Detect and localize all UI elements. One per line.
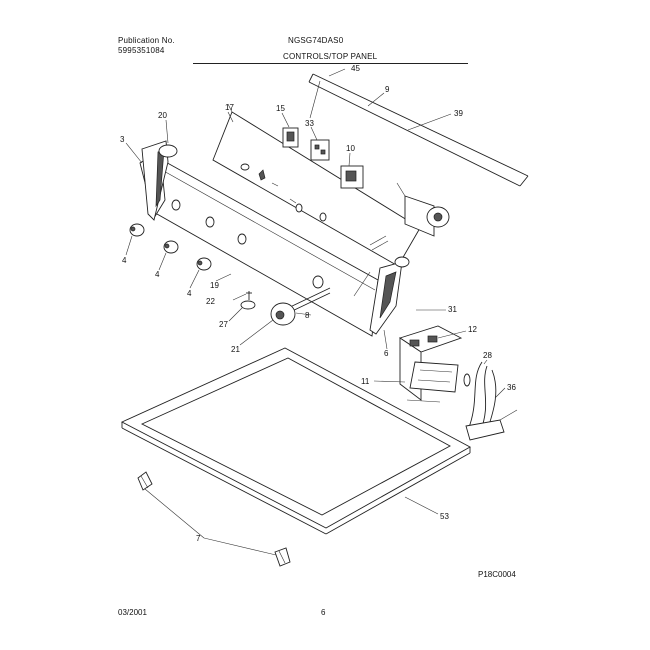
callout-19: 19 (210, 281, 219, 290)
callout-53: 53 (440, 512, 449, 521)
leader-lines (125, 68, 506, 556)
callout-17: 17 (225, 103, 234, 112)
part-switch-33 (310, 139, 330, 161)
callout-4a: 4 (122, 256, 127, 265)
publication-number: 5995351084 (118, 46, 165, 55)
callout-20: 20 (158, 111, 167, 120)
part-backsplash (212, 103, 421, 267)
part-left-endcap (141, 140, 178, 221)
part-rear-strip (308, 73, 529, 187)
part-spring-clip (240, 291, 256, 310)
publication-label: Publication No. (118, 36, 175, 45)
callout-6: 6 (384, 349, 389, 358)
part-switch-15 (282, 127, 299, 148)
callout-7: 7 (196, 534, 201, 543)
callout-10: 10 (346, 144, 355, 153)
callout-11: 11 (361, 377, 370, 386)
part-switch-10 (340, 165, 364, 189)
part-right-endcap (369, 256, 410, 335)
part-knob-1 (129, 223, 145, 237)
model-number: NGSG74DAS0 (288, 36, 344, 45)
callout-28: 28 (483, 351, 492, 360)
part-knob-3 (196, 257, 212, 271)
part-timer-knob (270, 287, 331, 326)
callout-21: 21 (231, 345, 240, 354)
callout-27: 27 (219, 320, 228, 329)
callout-8: 8 (305, 311, 310, 320)
page-number: 6 (321, 608, 326, 617)
section-title: CONTROLS/TOP PANEL (283, 52, 378, 61)
part-knob-2 (163, 240, 179, 254)
callout-15: 15 (276, 104, 285, 113)
footer-date: 03/2001 (118, 608, 147, 617)
callout-45: 45 (351, 64, 360, 73)
part-top-panel (120, 347, 471, 535)
callout-12: 12 (468, 325, 477, 334)
part-clip-left (137, 471, 153, 491)
callout-22: 22 (206, 297, 215, 306)
callout-3: 3 (120, 135, 125, 144)
part-timer (396, 182, 450, 237)
callout-labels: 45 9 39 17 15 33 10 20 3 4 4 4 19 22 27 … (120, 64, 516, 543)
part-clip-right (274, 547, 291, 567)
header-rule (193, 63, 468, 64)
callout-31: 31 (448, 305, 457, 314)
figure-code: P18C0004 (478, 570, 516, 579)
part-wire-harness (463, 361, 518, 441)
part-terminal-bracket (398, 325, 463, 403)
callout-39: 39 (454, 109, 463, 118)
callout-4c: 4 (187, 289, 192, 298)
callout-33: 33 (305, 119, 314, 128)
callout-4b: 4 (155, 270, 160, 279)
callout-9: 9 (385, 85, 390, 94)
callout-36: 36 (507, 383, 516, 392)
